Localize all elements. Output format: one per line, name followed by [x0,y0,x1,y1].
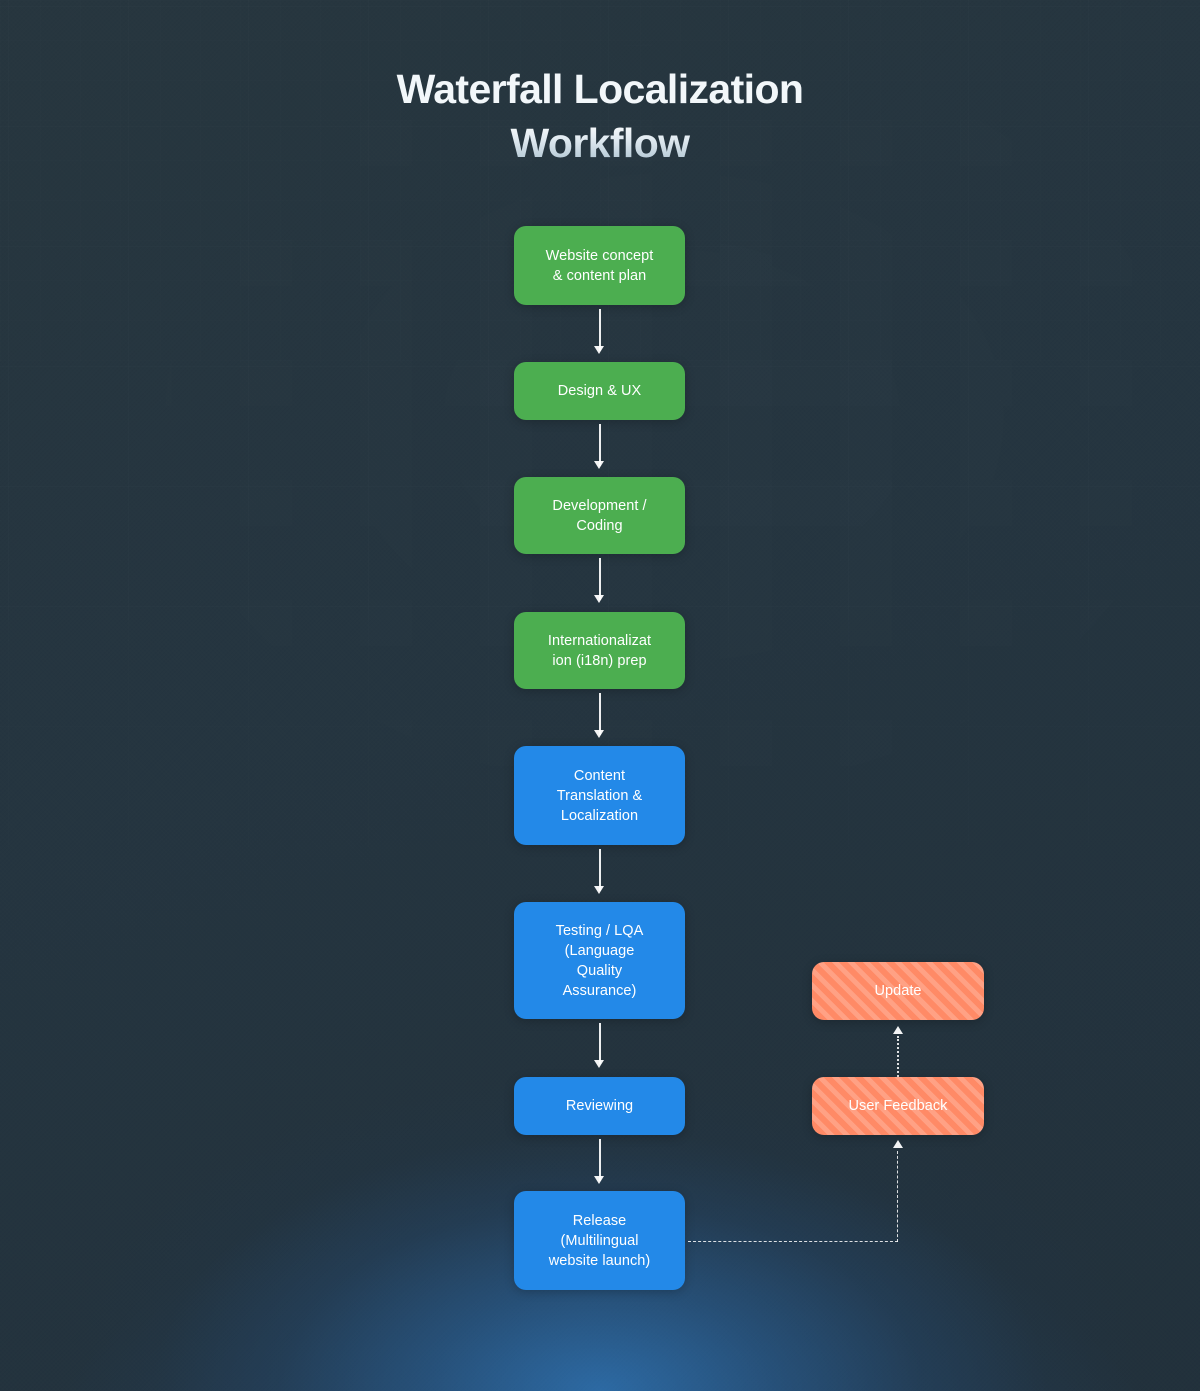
connector-arrowhead [893,1140,903,1148]
connector-arrowhead [594,1060,604,1068]
connector-lqa-to-reviewing [599,1023,601,1064]
node-label-line: Design & UX [557,383,642,399]
node-label-line: Assurance) [562,982,637,999]
connector-arrowhead [594,346,604,354]
node-label-line: User Feedback [848,1098,948,1114]
node-label-line: Translation & [556,787,643,804]
connector-arrowhead [594,595,604,603]
connector-arrowhead [893,1026,903,1034]
node-update[interactable]: Update [812,962,984,1020]
connector-arrowhead [594,730,604,738]
connector-arrowhead [594,461,604,469]
page-title: Waterfall Localization Workflow [0,62,1200,170]
node-label-line: Content [573,767,626,784]
node-label-line: Website concept [545,247,654,264]
connector-release-to-feedback-horizontal [688,1241,898,1242]
node-development-coding[interactable]: Development / Coding [514,477,685,554]
node-label-line: website launch) [548,1252,651,1269]
connector-arrowhead [594,886,604,894]
node-label-line: & content plan [552,267,647,284]
connector-feedback-to-update [897,1036,899,1077]
page-title-line-1: Waterfall Localization [396,66,804,112]
connector-design-to-development [599,424,601,466]
node-reviewing[interactable]: Reviewing [514,1077,685,1135]
connector-arrowhead [594,1176,604,1184]
node-user-feedback[interactable]: User Feedback [812,1077,984,1135]
node-label-line: Reviewing [565,1098,634,1114]
connector-development-to-i18n [599,558,601,600]
node-release[interactable]: Release (Multilingual website launch) [514,1191,685,1290]
connector-reviewing-to-release [599,1139,601,1181]
node-label-line: Testing / LQA [555,922,644,939]
node-testing-lqa[interactable]: Testing / LQA (Language Quality Assuranc… [514,902,685,1019]
node-label-line: Coding [576,517,623,534]
node-label-line: Quality [576,962,623,979]
connector-release-to-feedback-vertical [897,1151,898,1242]
connector-translation-to-lqa [599,849,601,891]
node-label-line: Localization [560,807,639,824]
node-i18n-prep[interactable]: Internationalizat ion (i18n) prep [514,612,685,689]
node-design-ux[interactable]: Design & UX [514,362,685,420]
connector-i18n-to-translation [599,693,601,735]
node-label-line: ion (i18n) prep [552,652,647,669]
node-label-line: (Language [564,942,635,959]
node-website-concept[interactable]: Website concept & content plan [514,226,685,305]
node-label-line: Update [874,983,922,999]
page-title-line-2: Workflow [0,116,1200,170]
node-label-line: (Multilingual [560,1232,639,1249]
node-label-line: Internationalizat [547,632,652,649]
node-label-line: Release [572,1212,627,1229]
node-label-line: Development / [552,497,647,514]
node-content-translation[interactable]: Content Translation & Localization [514,746,685,845]
connector-concept-to-design [599,309,601,351]
